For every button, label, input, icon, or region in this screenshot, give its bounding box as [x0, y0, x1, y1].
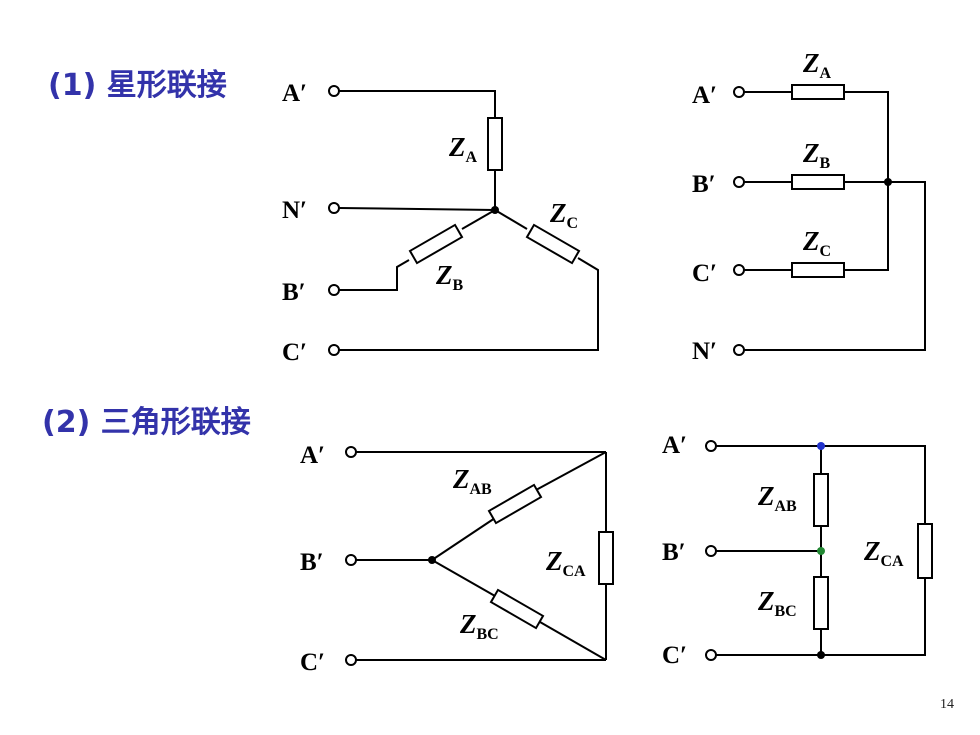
label-zca-3: ZCA: [545, 546, 586, 580]
delta-circuit-right: A′ B′ C′ ZAB ZBC ZCA: [662, 432, 933, 669]
wire-c: [339, 257, 599, 351]
label-zca-4: ZCA: [863, 536, 904, 570]
terminal-c-4: [705, 649, 717, 661]
terminal-label-b-2: B′: [692, 171, 716, 198]
terminal-label-c-2: C′: [692, 260, 717, 287]
star-node-2: [884, 178, 892, 186]
wire-a: [339, 90, 496, 118]
terminal-b-4: [705, 545, 717, 557]
wire-node-zb: [461, 209, 496, 230]
delta-node-b-3: [428, 556, 436, 564]
delta-circuit-left: A′ B′ C′ ZAB ZCA ZBC: [300, 442, 614, 676]
resistor-zca-4: [917, 523, 933, 579]
wire-node-zbc-3: [431, 559, 496, 597]
terminal-c: [328, 344, 340, 356]
node-b-4: [817, 547, 825, 555]
wire-zbc-c-3: [539, 621, 607, 661]
terminal-label-a-3: A′: [300, 442, 325, 469]
terminal-label-n-2: N′: [692, 338, 717, 365]
terminal-a-3: [345, 446, 357, 458]
wire-node-zc: [494, 209, 528, 230]
terminal-label-c-3: C′: [300, 649, 325, 676]
wire-n: [338, 207, 496, 211]
resistor-zbc-4: [813, 576, 829, 630]
wire-zca-c-4: [716, 578, 926, 656]
star-circuit-left: A′ N′ B′ C′ ZA ZB ZC: [282, 80, 599, 366]
resistor-zab-4: [813, 473, 829, 527]
terminal-a-2: [733, 86, 745, 98]
wire-node-zab-3: [431, 517, 496, 561]
terminal-b: [328, 284, 340, 296]
terminal-b-2: [733, 176, 745, 188]
resistor-za-2: [791, 84, 845, 100]
resistor-zc-2: [791, 262, 845, 278]
resistor-zb-2: [791, 174, 845, 190]
terminal-label-a-4: A′: [662, 432, 687, 459]
resistor-zca-3: [598, 531, 614, 585]
label-zc: ZC: [549, 198, 578, 232]
label-zb-2: ZB: [802, 138, 831, 172]
section1-heading: (1) 星形联接: [48, 68, 227, 103]
resistor-zb: [408, 223, 464, 265]
terminal-a: [328, 85, 340, 97]
terminal-label-n: N′: [282, 197, 307, 224]
terminal-b-3: [345, 554, 357, 566]
terminal-c-2: [733, 264, 745, 276]
terminal-label-c-4: C′: [662, 642, 687, 669]
resistor-zab-3: [487, 483, 543, 525]
label-zab-4: ZAB: [757, 481, 797, 515]
star-node: [491, 206, 499, 214]
star-circuit-right: A′ B′ C′ N′ ZA ZB ZC: [692, 48, 926, 365]
terminal-label-b: B′: [282, 279, 306, 306]
label-zbc-3: ZBC: [459, 609, 499, 643]
section2-heading: (2) 三角形联接: [42, 405, 251, 440]
wire-zab-a-3: [535, 451, 607, 491]
terminal-label-a-2: A′: [692, 82, 717, 109]
resistor-za: [487, 117, 503, 171]
wire-b: [339, 259, 410, 291]
label-zc-2: ZC: [802, 226, 831, 260]
page-number: 14: [940, 697, 954, 712]
terminal-label-b-4: B′: [662, 539, 686, 566]
resistor-zbc-3: [489, 588, 545, 630]
resistor-zc: [525, 223, 581, 265]
terminal-n-2: [733, 344, 745, 356]
terminal-c-3: [345, 654, 357, 666]
node-a-4: [817, 442, 825, 450]
terminal-a-4: [705, 440, 717, 452]
label-zb: ZB: [435, 260, 464, 294]
terminal-label-c: C′: [282, 339, 307, 366]
terminal-n: [328, 202, 340, 214]
label-zab-3: ZAB: [452, 464, 492, 498]
label-zbc-4: ZBC: [757, 586, 797, 620]
label-za: ZA: [448, 132, 478, 166]
wire-a-zca-4: [716, 445, 926, 524]
wire-n-2: [744, 181, 926, 351]
terminal-label-b-3: B′: [300, 549, 324, 576]
label-za-2: ZA: [802, 48, 832, 82]
terminal-label-a: A′: [282, 80, 307, 107]
node-c-4: [817, 651, 825, 659]
